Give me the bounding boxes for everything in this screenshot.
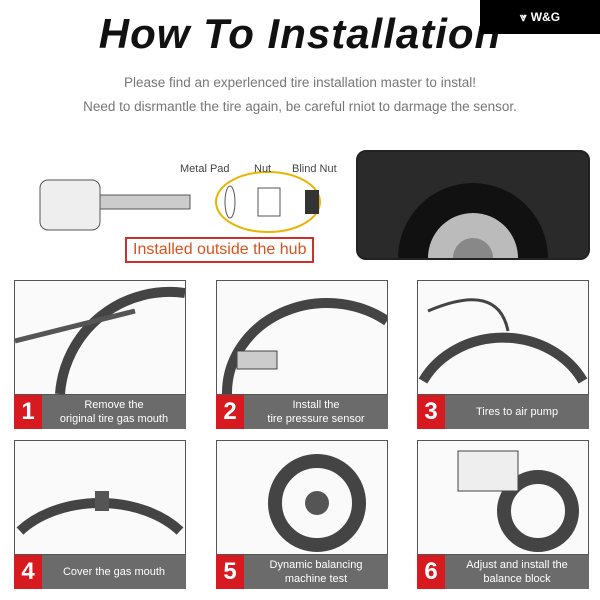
step-image — [14, 280, 186, 395]
step-3: 3 Tires to air pump — [417, 280, 589, 429]
step-text: Dynamic balancing — [269, 559, 363, 571]
step-1: 1 Remove the original tire gas mouth — [14, 280, 186, 429]
step-image — [417, 280, 589, 395]
sensor-diagram: Metal Pad Nut Blind Nut — [39, 163, 337, 233]
step-text: machine test — [284, 573, 348, 585]
step-number: 4 — [14, 555, 42, 589]
subtitle-line-2: Need to disrmantle the tire again, be ca… — [83, 99, 517, 114]
step-image — [14, 440, 186, 555]
step-image — [216, 440, 388, 555]
subtitle-line-1: Please find an experlenced tire installa… — [124, 75, 476, 90]
step-number: 1 — [14, 395, 42, 429]
step-6: 6 Adjust and install the balance block — [417, 440, 589, 589]
step-text: original tire gas mouth — [59, 413, 169, 425]
step-text: Adjust and install the — [466, 559, 568, 571]
step-text: balance block — [483, 573, 551, 585]
step-text: Install the — [292, 399, 340, 411]
step-image — [417, 440, 589, 555]
step-number: 3 — [417, 395, 445, 429]
label-nut: Nut — [254, 163, 271, 175]
step-text: Cover the gas mouth — [62, 566, 166, 578]
label-blind-nut: Blind Nut — [292, 163, 337, 175]
page-title: How To Installation — [98, 10, 502, 57]
step-image — [216, 280, 388, 395]
step-5: 5 Dynamic balancing machine test — [216, 440, 388, 589]
logo-icon: ⩔ — [519, 9, 527, 24]
tire-photo — [356, 150, 590, 260]
step-4: 4 Cover the gas mouth — [14, 440, 186, 589]
step-text: Tires to air pump — [475, 406, 559, 418]
step-number: 6 — [417, 555, 445, 589]
hub-label: Installed outside the hub — [125, 237, 315, 263]
label-metal-pad: Metal Pad — [180, 163, 230, 175]
logo-text: W&G — [530, 10, 561, 24]
step-text: tire pressure sensor — [267, 413, 365, 425]
brand-logo: ⩔W&G — [480, 0, 600, 34]
step-text: Remove the — [84, 399, 144, 411]
step-number: 5 — [216, 555, 244, 589]
step-2: 2 Install the tire pressure sensor — [216, 280, 388, 429]
step-number: 2 — [216, 395, 244, 429]
